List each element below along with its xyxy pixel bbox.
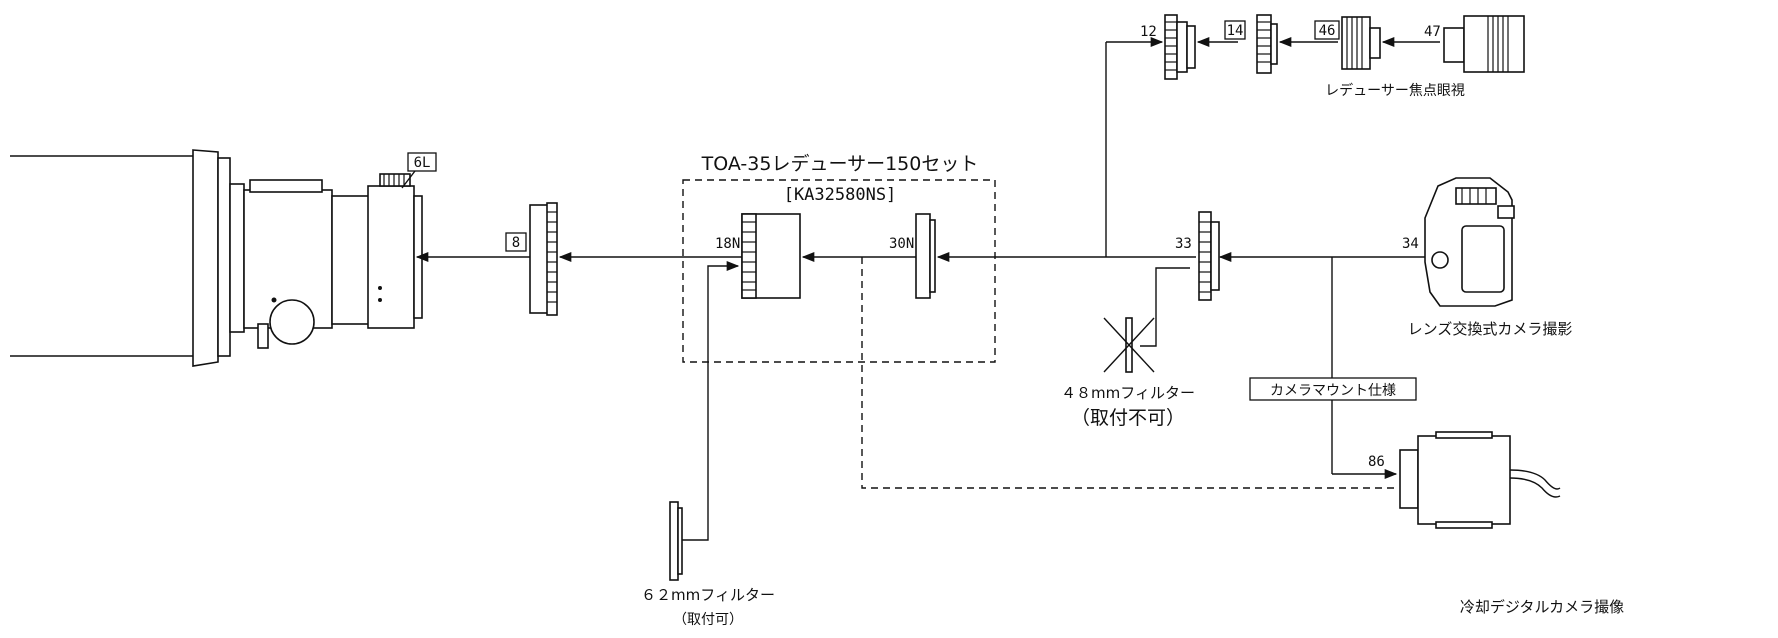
telescope-body bbox=[10, 149, 423, 367]
svg-text:46: 46 bbox=[1319, 23, 1336, 39]
camera-mount-label: カメラマウント仕様 bbox=[1270, 383, 1396, 399]
filter-62mm: ６２mmフィルター （取付可） bbox=[641, 260, 775, 628]
svg-text:34: 34 bbox=[1402, 236, 1419, 252]
part-18N: 18N bbox=[715, 213, 801, 299]
dslr-camera-34: 34 レンズ交換式カメラ撮影 bbox=[1402, 177, 1573, 338]
filter48-label: ４８mmフィルター bbox=[1061, 384, 1195, 402]
caption-cooled-camera: 冷却デジタルカメラ撮像 bbox=[1460, 598, 1624, 616]
svg-text:8: 8 bbox=[512, 235, 520, 251]
cooled-camera-dashed-path bbox=[861, 257, 1396, 489]
camera-mount-branch: カメラマウント仕様 bbox=[1249, 257, 1417, 480]
filter62-note: （取付可） bbox=[673, 612, 743, 628]
caption-reducer-focus: レデューサー焦点眼視 bbox=[1325, 82, 1465, 99]
caption-camera-lens: レンズ交換式カメラ撮影 bbox=[1408, 320, 1573, 338]
svg-text:12: 12 bbox=[1140, 24, 1157, 40]
part-30N: 30N bbox=[889, 213, 936, 299]
reducer-set-box: TOA-35レデューサー150セット [KA32580NS] bbox=[682, 153, 996, 363]
svg-text:86: 86 bbox=[1368, 454, 1385, 470]
svg-text:18N: 18N bbox=[715, 236, 740, 252]
part-14: 14 bbox=[1224, 14, 1278, 74]
filter-48mm: ４８mmフィルター （取付不可） bbox=[1061, 267, 1195, 429]
filter48-note: （取付不可） bbox=[1071, 407, 1185, 429]
set-code: [KA32580NS] bbox=[784, 185, 897, 205]
svg-text:47: 47 bbox=[1424, 24, 1441, 40]
cooled-camera-86: 86 冷却デジタルカメラ撮像 bbox=[1368, 431, 1624, 616]
svg-text:33: 33 bbox=[1175, 236, 1192, 252]
svg-text:6L: 6L bbox=[414, 155, 431, 171]
svg-text:30N: 30N bbox=[889, 236, 914, 252]
part-6L: 6L bbox=[401, 152, 437, 189]
part-47: 47 bbox=[1424, 15, 1525, 73]
svg-text:14: 14 bbox=[1227, 23, 1244, 39]
part-46: 46 bbox=[1314, 16, 1381, 70]
filter62-label: ６２mmフィルター bbox=[641, 586, 775, 604]
set-title: TOA-35レデューサー150セット bbox=[701, 153, 979, 175]
part-12: 12 bbox=[1140, 14, 1196, 80]
visual-branch bbox=[1105, 36, 1164, 257]
part-8: 8 bbox=[505, 202, 558, 316]
part-33: 33 bbox=[1175, 211, 1220, 301]
